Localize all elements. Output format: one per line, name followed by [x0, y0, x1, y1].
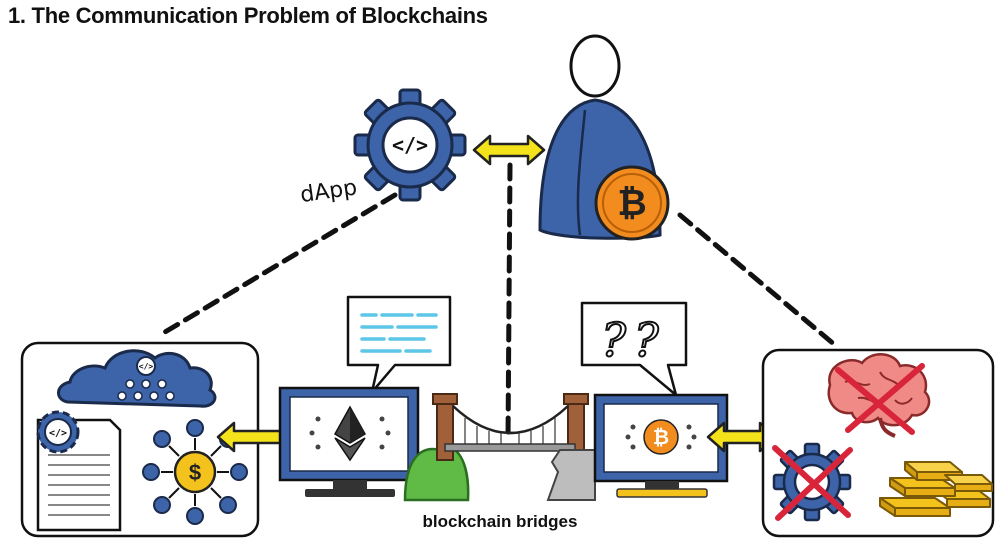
bitcoin-coin-icon: ₿: [594, 165, 670, 241]
dollar-hub-network-icon: $: [142, 419, 248, 525]
svg-text:</>: </>: [139, 362, 154, 371]
brain-icon: [827, 353, 931, 438]
page-title: 1. The Communication Problem of Blockcha…: [8, 3, 488, 28]
dapp-label: dApp: [299, 175, 359, 208]
ethereum-icon: [309, 405, 391, 462]
user-to-right-panel-line: [677, 212, 838, 348]
center-vertical-line: [505, 162, 513, 443]
suspension-bridge-icon: [403, 393, 596, 502]
bitcoin-icon: ₿: [625, 419, 697, 455]
gold-bars-icon: [879, 461, 993, 517]
ethereum-speech-bubble: [346, 295, 452, 394]
dashed-connectors: [157, 162, 838, 443]
cloud-network-icon: </>: [57, 349, 217, 408]
svg-text:₿: ₿: [617, 182, 646, 223]
svg-text:₿: ₿: [653, 427, 669, 449]
confused-speech-bubble: ??: [580, 301, 688, 397]
right-panel: [761, 348, 995, 538]
bitcoin-monitor: ₿: [593, 393, 729, 498]
svg-text:$: $: [189, 460, 201, 485]
svg-text:</>: </>: [49, 428, 67, 439]
gear-cross-icon: [772, 445, 853, 521]
ethereum-monitor: [278, 386, 420, 497]
blockchain-bridges-label: blockchain bridges: [422, 512, 578, 531]
dapp-gear-icon: </>: [353, 88, 467, 202]
left-panel: </> </>: [20, 341, 260, 538]
gear-user-arrow: [472, 134, 546, 166]
brain-cross-icon: [835, 363, 925, 435]
svg-text:</>: </>: [392, 133, 428, 157]
dapp-to-left-panel-line: [157, 192, 398, 338]
question-marks: ??: [601, 313, 666, 367]
smart-contract-document-icon: </>: [36, 410, 122, 532]
